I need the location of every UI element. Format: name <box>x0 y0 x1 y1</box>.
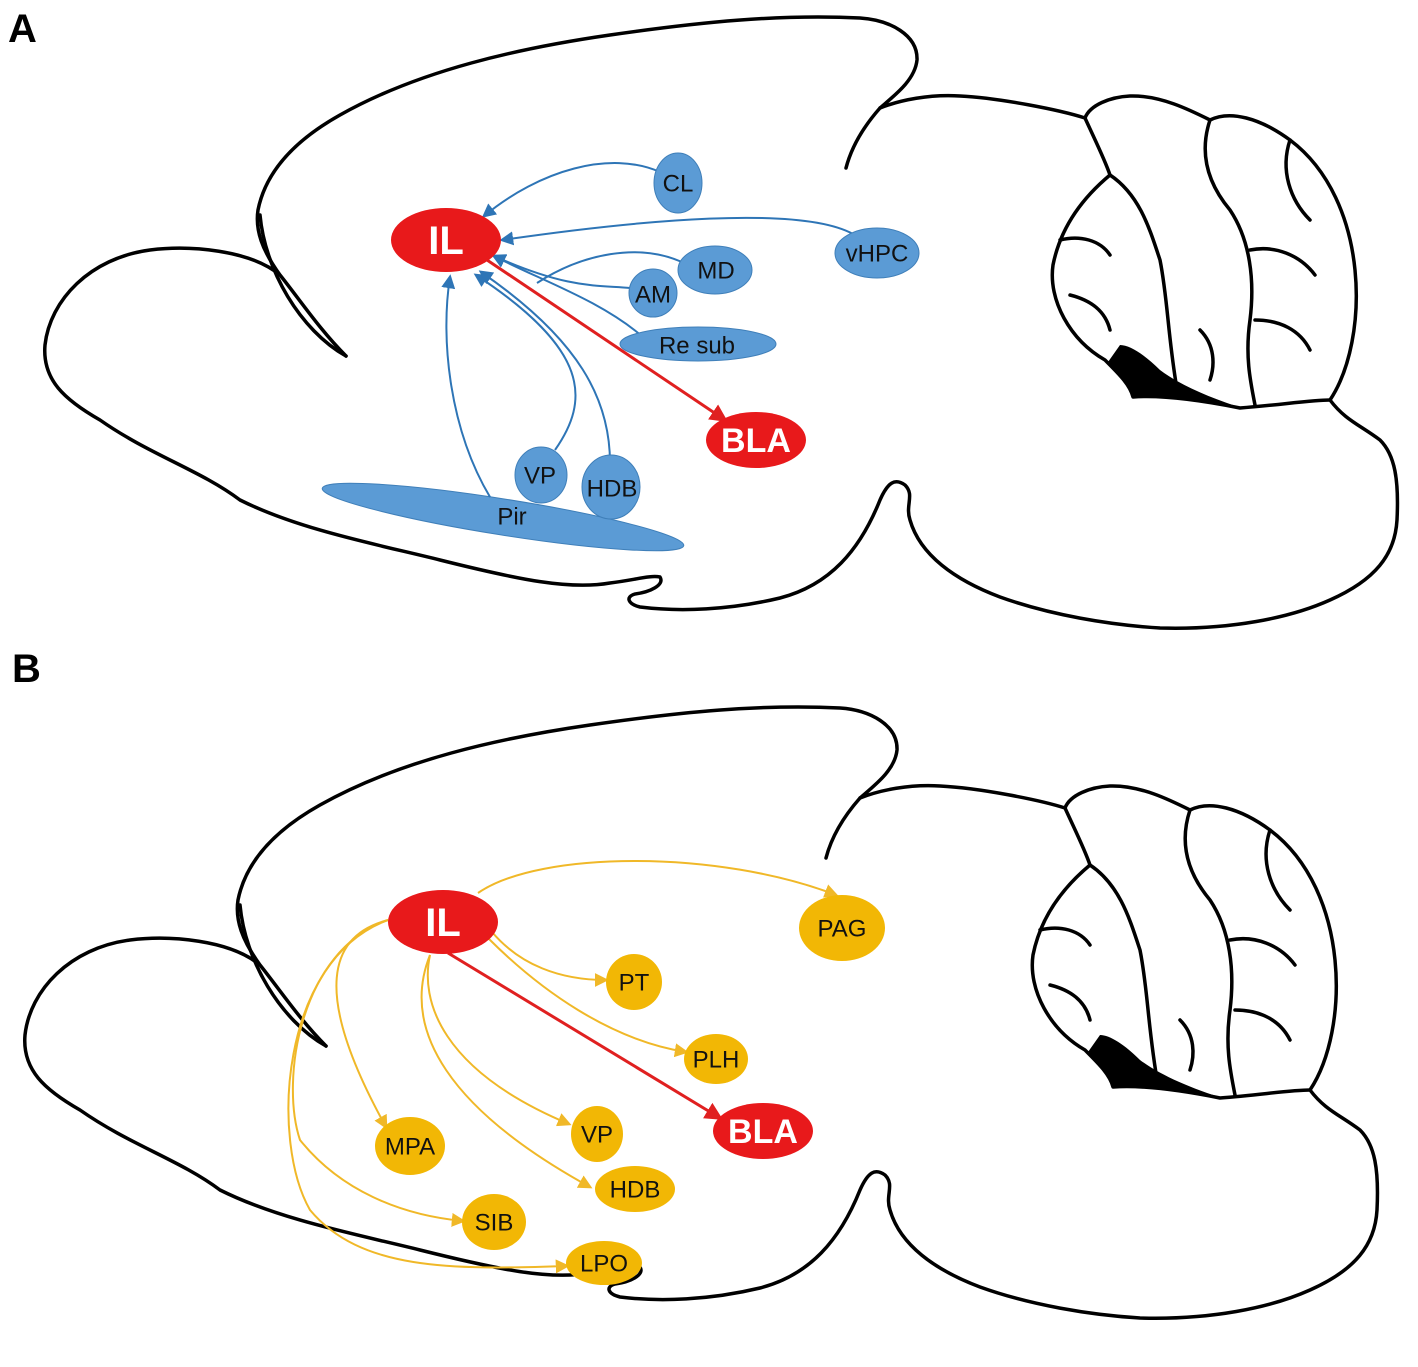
arrow-il-to-sib <box>291 919 466 1227</box>
label-hdb-b: HDB <box>610 1177 661 1204</box>
node-pir <box>321 482 685 552</box>
arrow-cl-to-il <box>481 162 661 218</box>
node-il-b <box>388 890 498 954</box>
node-sib <box>462 1194 526 1250</box>
label-lpo: LPO <box>580 1251 628 1278</box>
label-cl: CL <box>663 171 694 198</box>
node-vhpc <box>834 227 920 279</box>
arrow-il-to-mpa <box>335 919 389 1130</box>
brain-outline-b <box>22 705 1380 1320</box>
node-hdb-b <box>595 1166 675 1212</box>
label-il-b: IL <box>425 901 461 945</box>
node-cl <box>653 152 703 214</box>
arrow-il-to-pag <box>477 860 839 898</box>
node-resub <box>619 326 777 362</box>
label-md: MD <box>697 258 734 285</box>
arrow-il-to-bla-a <box>486 258 728 423</box>
panel-a: A CL vHPC MD AM Re sub <box>8 7 1400 630</box>
node-bla-b <box>713 1103 813 1159</box>
label-bla-b: BLA <box>728 1113 798 1151</box>
label-pt: PT <box>619 970 650 997</box>
arrow-il-to-bla-b <box>447 951 724 1120</box>
label-vhpc: vHPC <box>846 241 909 268</box>
label-hdb-a: HDB <box>587 476 638 503</box>
label-bla-a: BLA <box>721 422 791 460</box>
arrow-vp-to-il <box>473 273 577 451</box>
arrow-vhpc-to-il <box>499 216 854 246</box>
arrow-il-to-pt <box>491 931 609 987</box>
node-md <box>677 245 753 295</box>
arrow-il-to-plh <box>487 937 689 1058</box>
output-arrows-b <box>287 860 839 1274</box>
node-pt <box>606 954 662 1010</box>
node-mpa <box>375 1117 445 1175</box>
node-bla-a <box>706 412 806 468</box>
brain-outline-a <box>42 15 1400 630</box>
label-pag: PAG <box>818 916 867 943</box>
label-vp-a: VP <box>524 463 556 490</box>
arrow-resub-to-il <box>491 254 644 338</box>
label-vp-b: VP <box>581 1122 613 1149</box>
node-hdb-a <box>581 454 641 520</box>
node-plh <box>684 1034 748 1084</box>
arrow-am-to-il <box>491 254 631 289</box>
node-lpo <box>566 1241 642 1285</box>
arrow-pir-to-il <box>441 274 491 498</box>
node-il-a <box>391 208 501 272</box>
arrow-md-to-il <box>536 251 689 284</box>
arrow-hdb-to-il <box>478 270 611 464</box>
node-am <box>628 268 678 318</box>
label-il-a: IL <box>428 219 464 263</box>
panel-b-label: B <box>12 647 41 691</box>
arrow-il-to-lpo <box>287 919 570 1274</box>
panel-a-label: A <box>8 7 37 51</box>
label-sib: SIB <box>475 1210 514 1237</box>
label-pir: Pir <box>497 504 526 531</box>
label-resub: Re sub <box>659 333 735 360</box>
input-arrows-a <box>441 162 854 498</box>
arrow-il-to-hdb <box>420 954 593 1189</box>
label-plh: PLH <box>693 1047 740 1074</box>
node-vp-a <box>514 446 568 504</box>
label-mpa: MPA <box>385 1134 435 1161</box>
panel-b: B PAG PT PLH VP HDB MPA <box>12 647 1380 1320</box>
arrow-il-to-vp <box>426 954 572 1127</box>
node-vp-b <box>571 1106 623 1162</box>
node-pag <box>799 895 885 961</box>
label-am: AM <box>635 282 671 309</box>
